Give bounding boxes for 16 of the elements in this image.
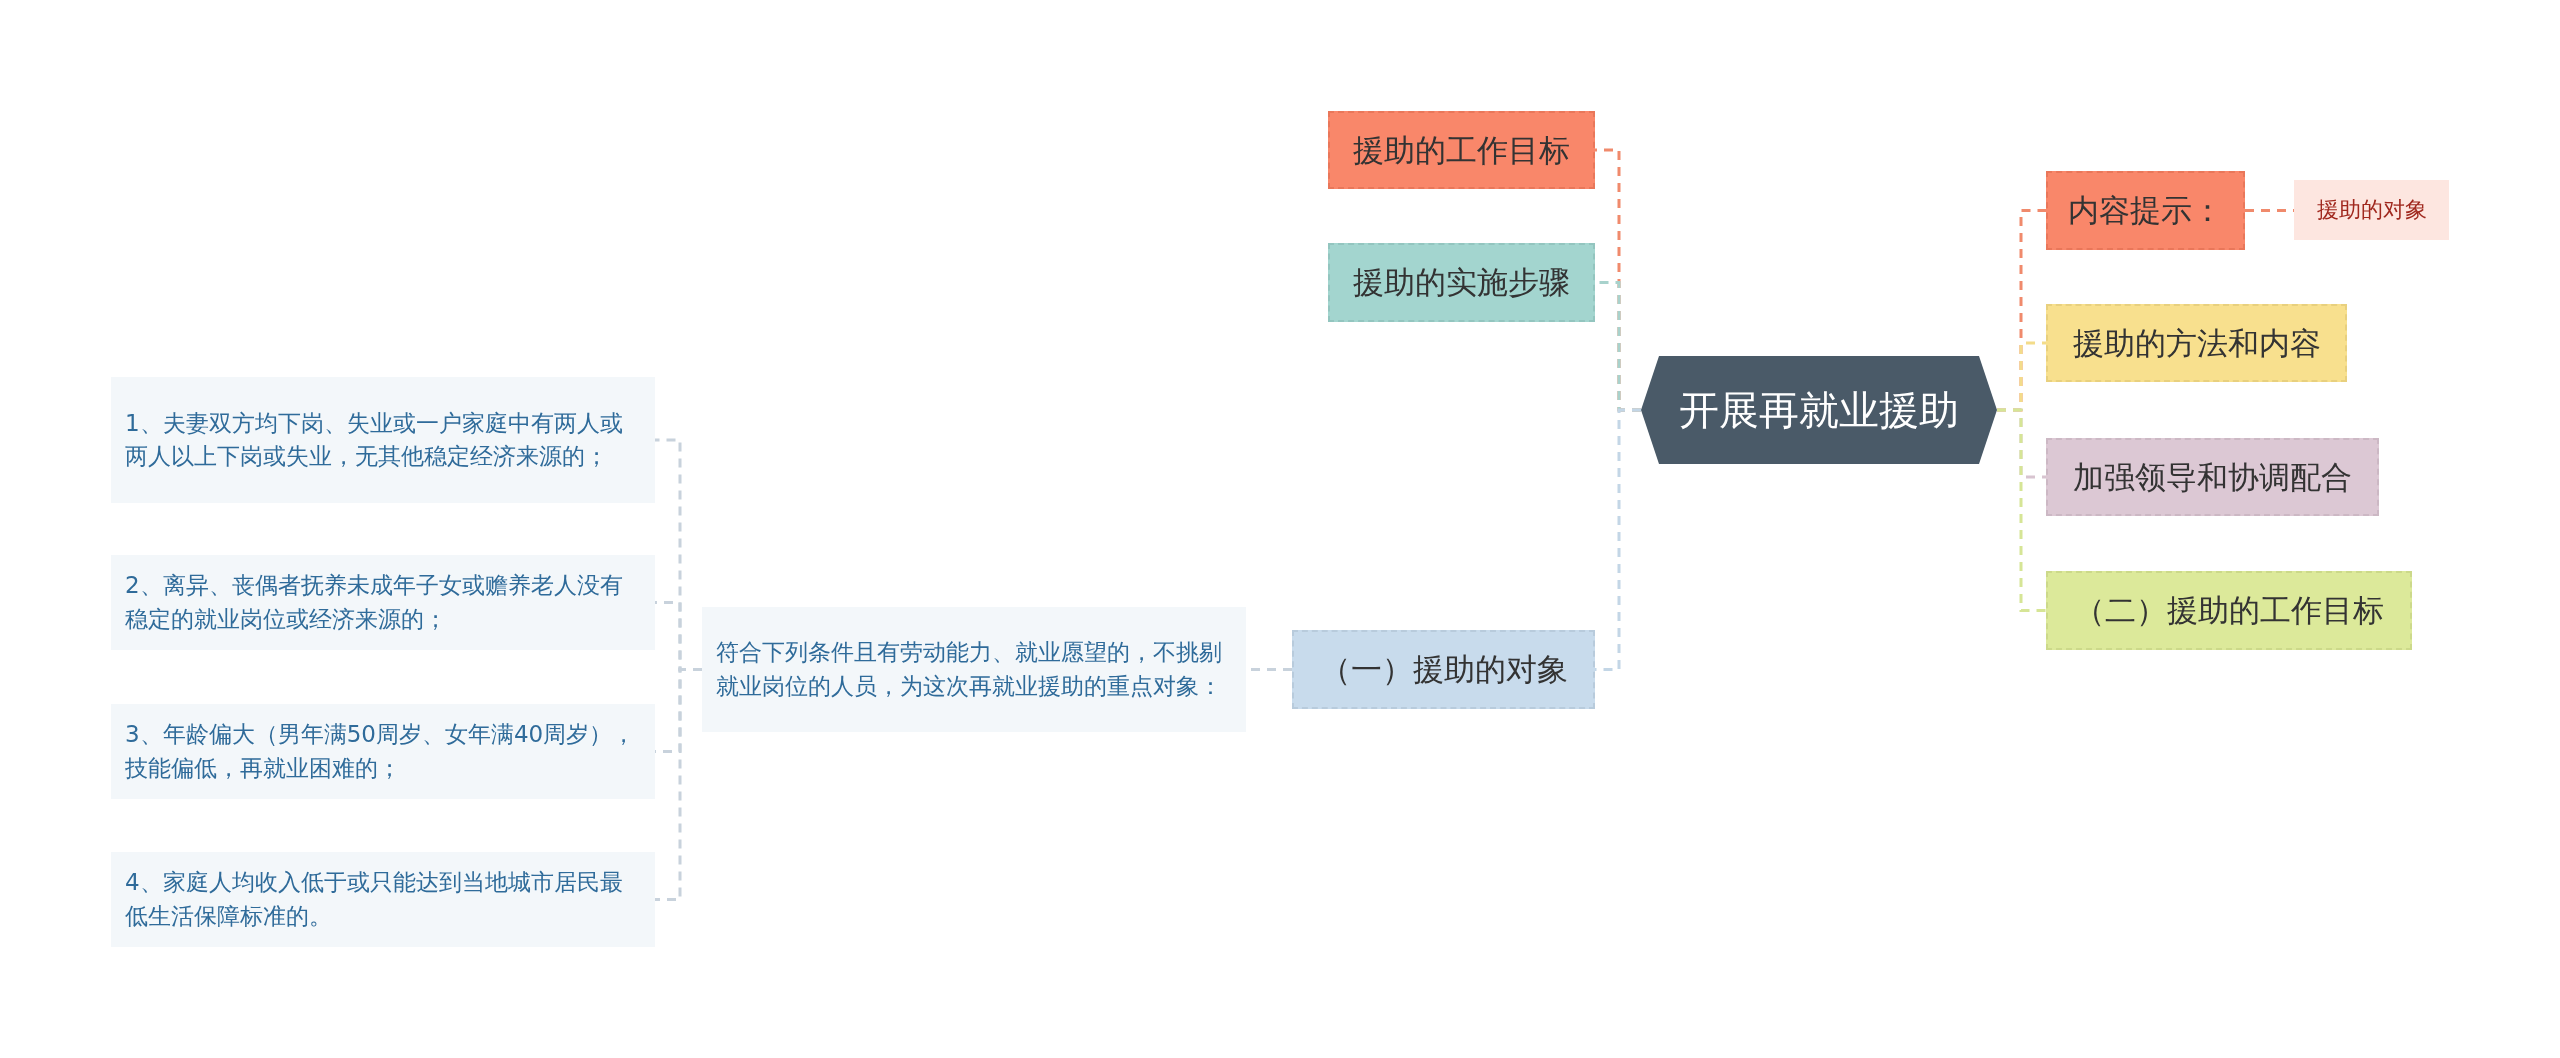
topic-box: （一）援助的对象 [1292, 630, 1595, 709]
topic-box: 援助的实施步骤 [1328, 243, 1595, 322]
text-box: 3、年龄偏大（男年满50周岁、女年满40周岁），技能偏低，再就业困难的； [111, 704, 655, 799]
text-box: 2、离异、丧偶者抚养未成年子女或赡养老人没有稳定的就业岗位或经济来源的； [111, 555, 655, 650]
topic-box: 加强领导和协调配合 [2046, 438, 2379, 516]
topic-box: 援助的方法和内容 [2046, 304, 2347, 382]
text-box: 1、夫妻双方均下岗、失业或一户家庭中有两人或两人以上下岗或失业，无其他稳定经济来源的； [111, 377, 655, 503]
note-box: 援助的对象 [2294, 180, 2449, 240]
connector-line [655, 668, 702, 901]
central-topic-hexagon: 开展再就业援助 [1641, 356, 1997, 464]
text-box: 4、家庭人均收入低于或只能达到当地城市居民最低生活保障标准的。 [111, 852, 655, 947]
connector-line [1997, 408, 2046, 612]
topic-box: 内容提示： [2046, 171, 2245, 250]
topic-box: 援助的工作目标 [1328, 111, 1595, 189]
text-box: 符合下列条件且有劳动能力、就业愿望的，不挑剔就业岗位的人员，为这次再就业援助的重点对象： [702, 607, 1246, 732]
topic-box: （二）援助的工作目标 [2046, 571, 2412, 650]
